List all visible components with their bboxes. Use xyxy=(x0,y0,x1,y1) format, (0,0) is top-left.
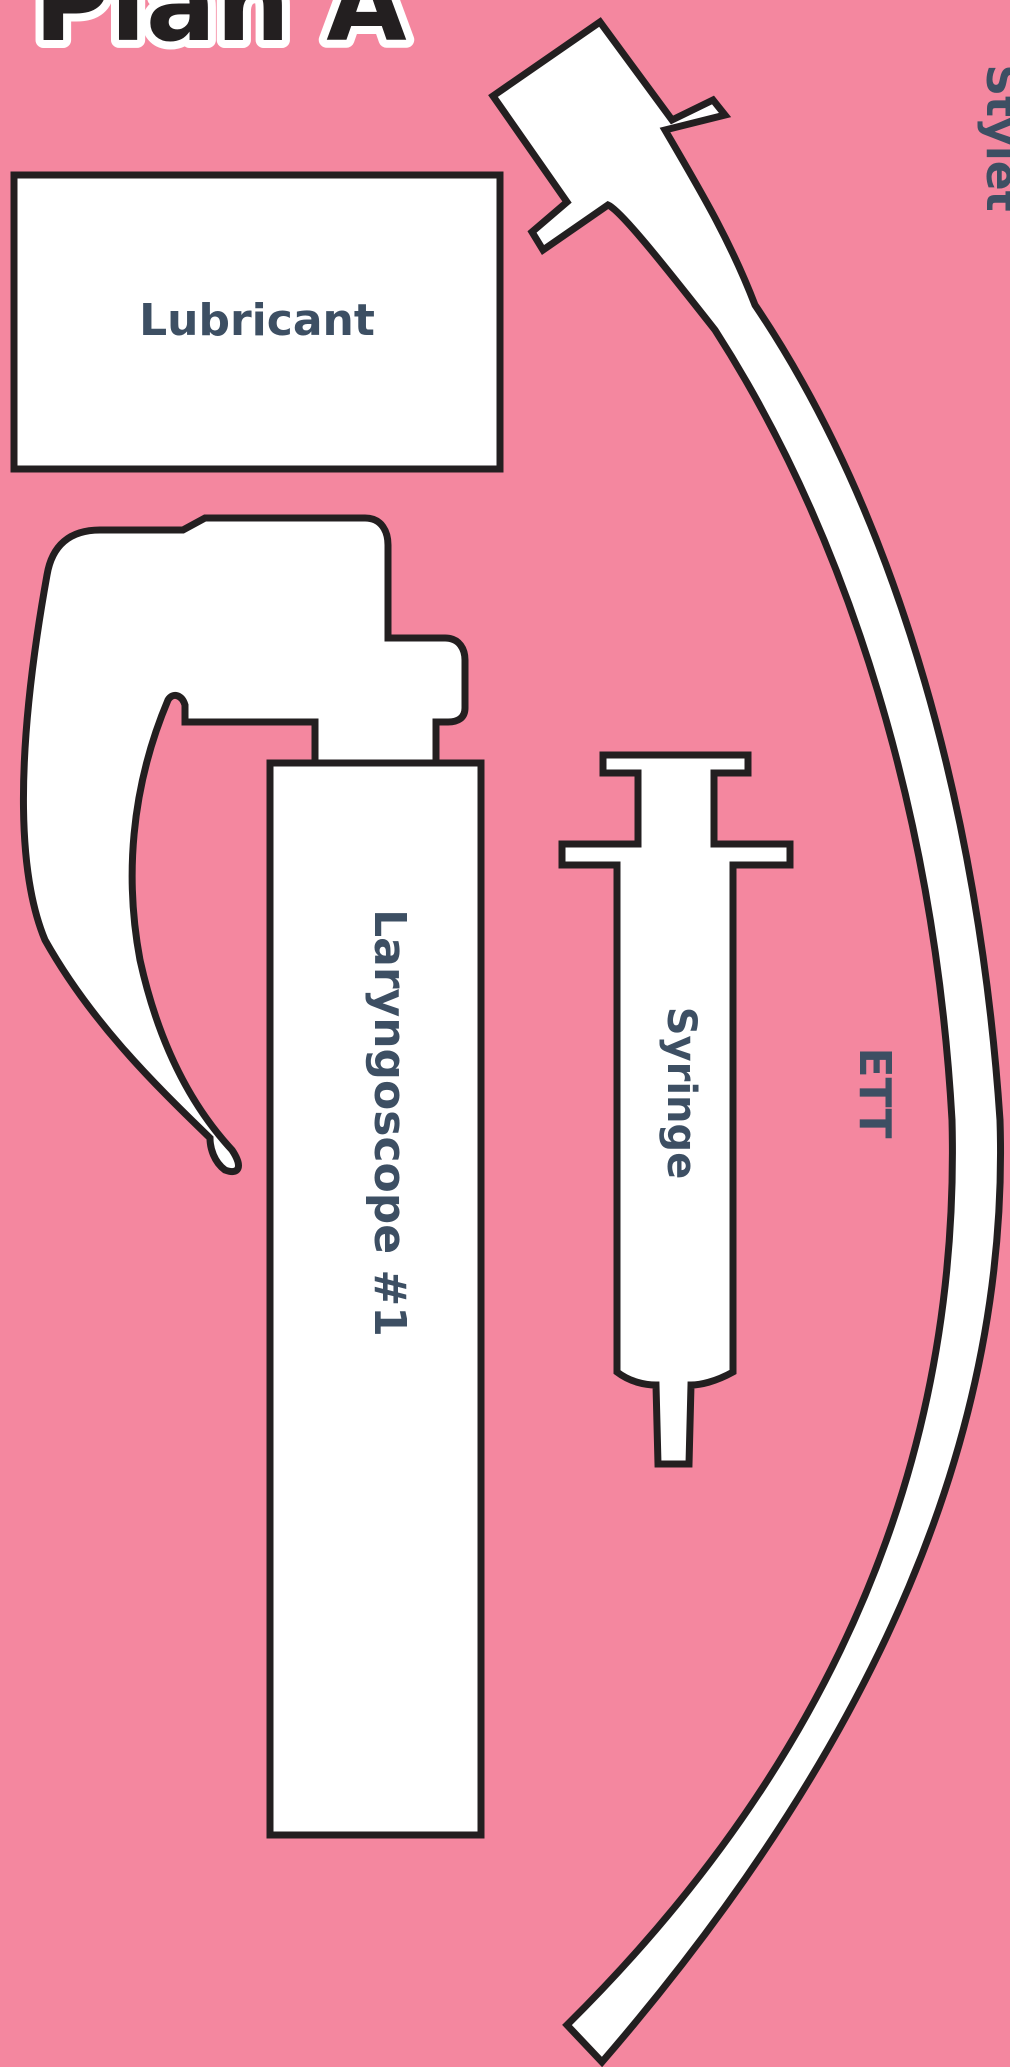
laryngoscope-label: Laryngoscope #1 xyxy=(364,909,415,1337)
stylet-label: Stylet xyxy=(976,64,1010,211)
laryngoscope-blade xyxy=(20,514,469,1176)
ett-tube xyxy=(488,17,1005,2067)
syringe xyxy=(558,751,794,1468)
laryngoscope-handle xyxy=(266,759,485,1839)
lubricant-box xyxy=(10,171,504,473)
lubricant-label: Lubricant xyxy=(139,295,375,346)
syringe-label: Syringe xyxy=(658,1007,704,1180)
page-title: Plan A xyxy=(34,0,407,65)
ett-label: ETT xyxy=(849,1047,900,1138)
